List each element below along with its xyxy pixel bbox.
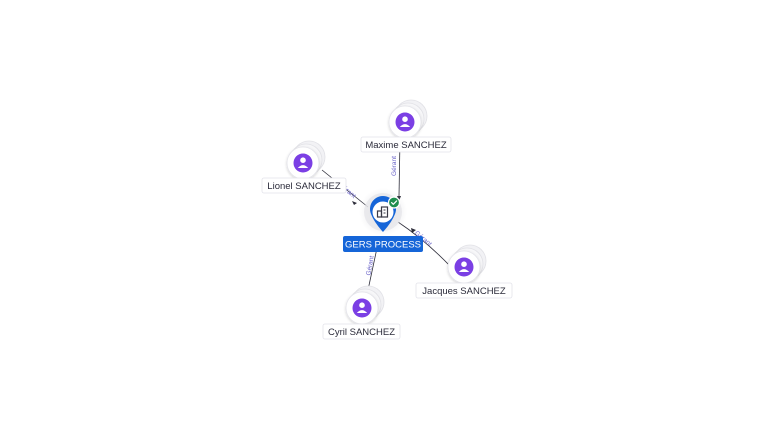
verified-check-icon — [387, 196, 401, 209]
building-icon — [376, 206, 389, 218]
person-icon — [454, 257, 474, 277]
person-name-jacques: Jacques SANCHEZ — [422, 286, 506, 297]
company-label-box — [343, 236, 423, 252]
person-name-lionel: Lionel SANCHEZ — [267, 181, 341, 192]
person-name-maxime: Maxime SANCHEZ — [365, 140, 446, 151]
person-node-cyril[interactable]: Cyril SANCHEZ — [322, 285, 401, 340]
person-icon — [395, 112, 415, 132]
edge-cyril: Gérant — [365, 247, 378, 291]
person-name-cyril: Cyril SANCHEZ — [328, 327, 395, 338]
edge-label-cyril: Gérant — [365, 255, 375, 276]
person-node-jacques[interactable]: Jacques SANCHEZ — [415, 244, 513, 299]
arrowhead-lionel — [352, 201, 357, 205]
company-node[interactable]: GERS PROCESS — [343, 188, 423, 252]
person-node-lionel[interactable]: Lionel SANCHEZ — [261, 140, 347, 194]
company-name: GERS PROCESS — [345, 240, 421, 251]
person-icon — [293, 153, 313, 173]
person-icon — [352, 298, 372, 318]
edge-label-maxime: Gérant — [391, 156, 398, 176]
arrowhead-jacques — [411, 228, 416, 233]
person-node-maxime[interactable]: Maxime SANCHEZ — [360, 99, 452, 153]
